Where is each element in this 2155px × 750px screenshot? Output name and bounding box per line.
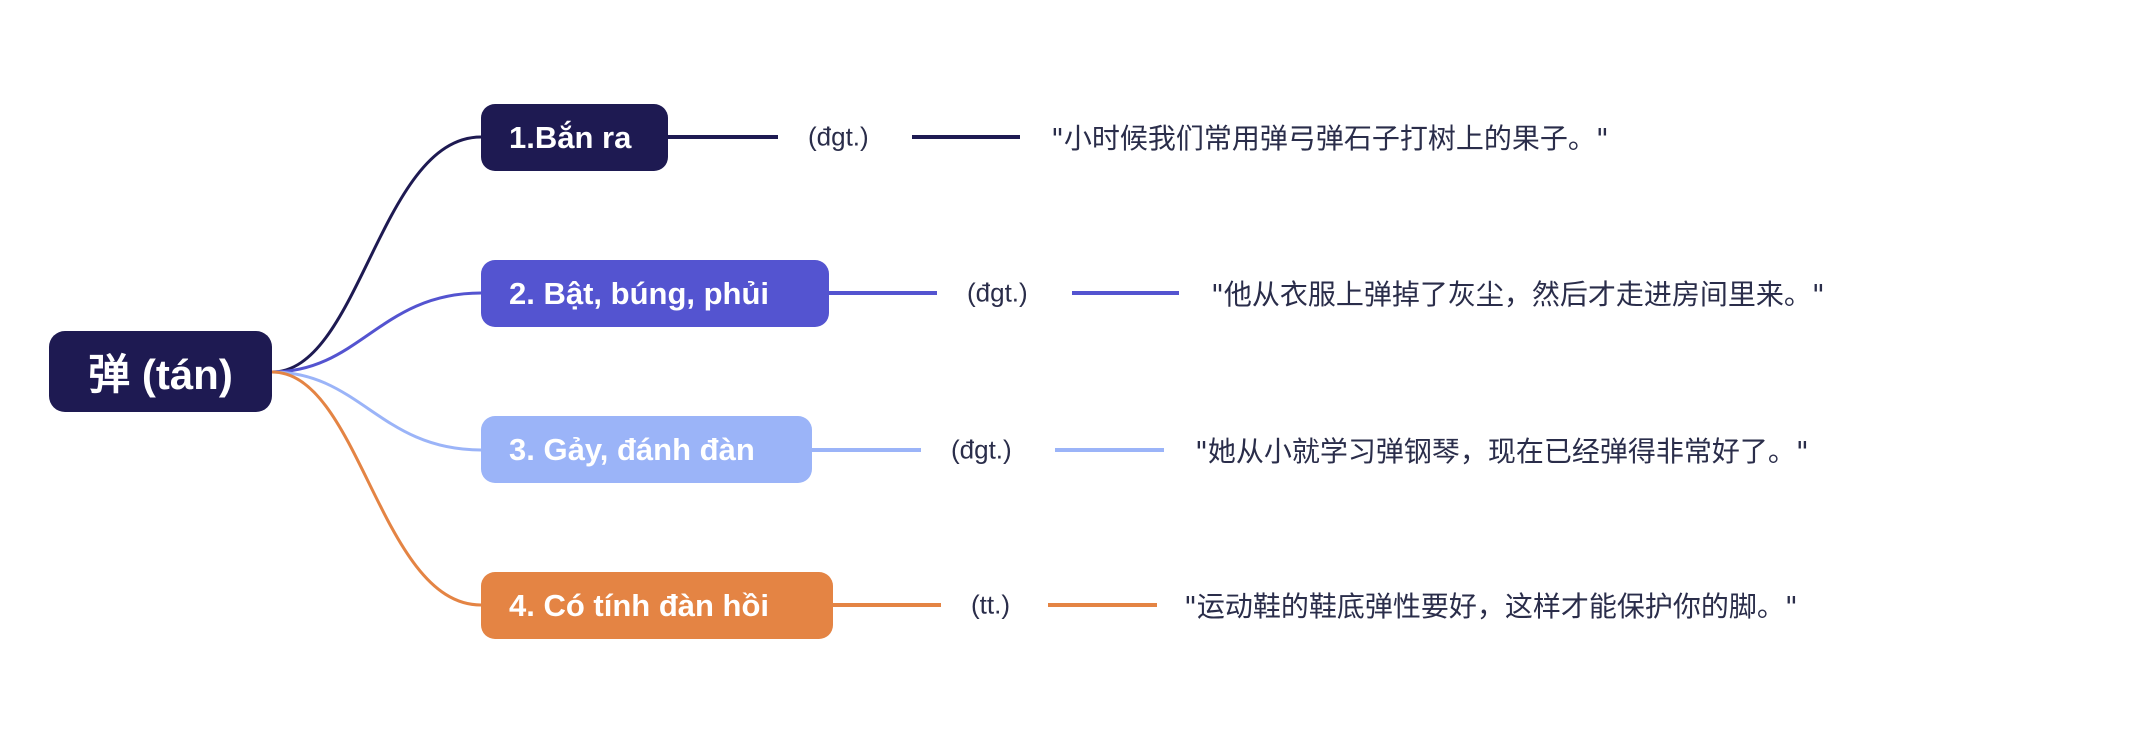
branch-node-1[interactable]: 1.Bắn ra xyxy=(481,104,668,171)
root-node[interactable]: 弹 (tán) xyxy=(49,331,272,412)
branch-2-pos: (đgt.) xyxy=(967,277,1028,308)
branch-node-2[interactable]: 2. Bật, búng, phủi xyxy=(481,260,829,327)
branch-node-4[interactable]: 4. Có tính đàn hồi xyxy=(481,572,833,639)
branch-4-example: "运动鞋的鞋底弹性要好，这样才能保护你的脚。" xyxy=(1184,590,1798,623)
root-link-4 xyxy=(271,370,482,607)
root-link-3 xyxy=(271,370,482,452)
branch-4-pos: (tt.) xyxy=(971,589,1010,620)
branch-1-pos: (đgt.) xyxy=(808,121,869,152)
root-link-2 xyxy=(271,291,482,374)
branch-3-pos: (đgt.) xyxy=(951,434,1012,465)
root-link-1 xyxy=(271,135,482,374)
branch-node-3[interactable]: 3. Gảy, đánh đàn xyxy=(481,416,812,483)
branch-2-example: "他从衣服上弹掉了灰尘，然后才走进房间里来。" xyxy=(1211,278,1825,311)
branch-3-example: "她从小就学习弹钢琴，现在已经弹得非常好了。" xyxy=(1195,435,1809,468)
branch-1-example: "小时候我们常用弹弓弹石子打树上的果子。" xyxy=(1051,122,1609,155)
